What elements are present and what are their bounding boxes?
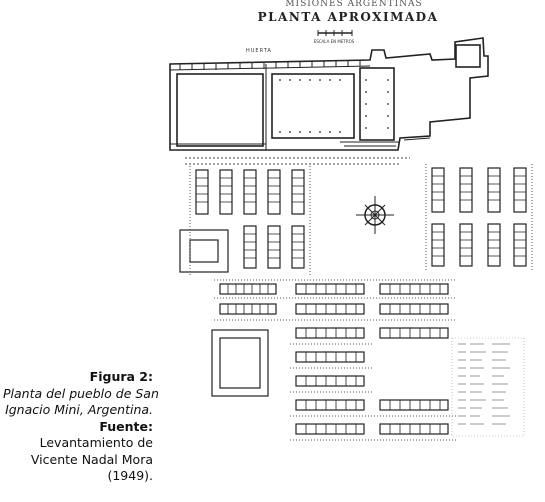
plan-header: MISIONES ARGENTINAS (285, 0, 422, 9)
figure-text-line-1: Planta del pueblo de San (3, 385, 159, 401)
compass-rose (356, 196, 394, 234)
source-text-line-2: Vicente Nadal Mora (30, 451, 153, 467)
garden-label: HUERTA (246, 48, 272, 54)
figure-caption: Figura 2: Planta del pueblo de San Ignac… (3, 369, 159, 485)
source-label: Fuente: (99, 418, 153, 434)
main-complex (169, 37, 489, 151)
source-text-line-1: Levantamiento de (39, 435, 153, 450)
top-rooms (169, 60, 371, 150)
scale-bar (317, 30, 353, 36)
house-blocks-upper (195, 167, 527, 269)
plan-title: PLANTA APROXIMADA (258, 10, 439, 24)
house-partitions-lower (227, 284, 441, 434)
cloister-columns (279, 79, 389, 133)
plaza-perimeter (185, 157, 410, 165)
church-front (340, 137, 431, 151)
legend (451, 337, 525, 437)
figure-text-line-2: Ignacio Mini, Argentina. (5, 402, 153, 417)
house-rows-lower (211, 283, 449, 435)
house-partitions-upper (196, 175, 526, 259)
figure-label: Figura 2: (89, 369, 153, 384)
square-block (179, 229, 229, 273)
source-text-line-3: (1949). (107, 468, 153, 483)
dotted-paths (189, 164, 533, 441)
scale-label: ESCALA EN METROS (314, 39, 355, 44)
